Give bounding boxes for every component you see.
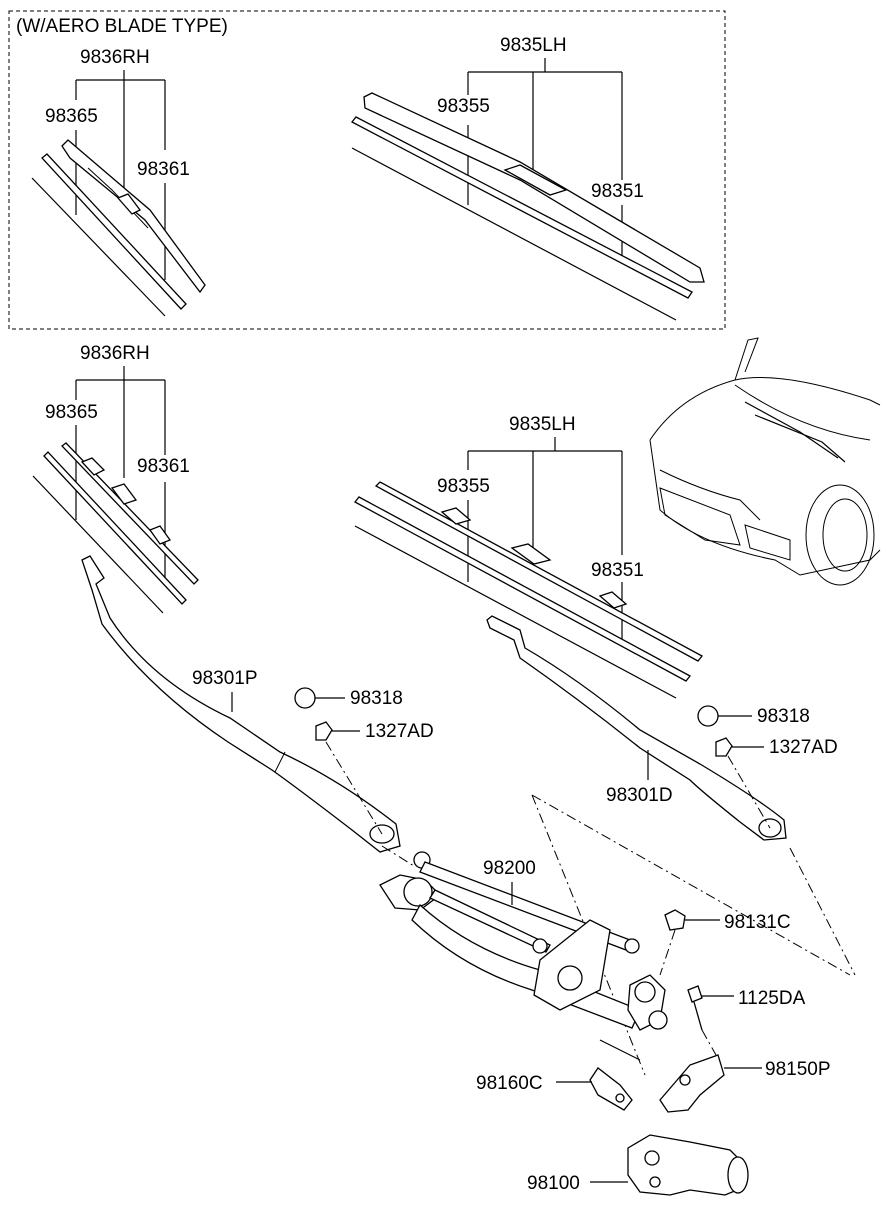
aero-lh-part-b-label: 98351: [591, 181, 644, 202]
rh-cap: [294, 687, 316, 709]
std-rh-assembly-label: 9836RH: [80, 343, 150, 364]
std-rh-refill: [43, 451, 187, 605]
aero-lh-adapter: [503, 164, 568, 196]
link-bracket: [659, 1054, 725, 1113]
std-lh-part-a-label: 98355: [437, 476, 490, 497]
rh-cap-label: 98318: [350, 688, 403, 709]
lh-nut-label: 1327AD: [769, 737, 838, 758]
aero-section-title: (W/AERO BLADE TYPE): [16, 16, 228, 37]
aero-rh-blade-group: 9836RH 98365 98361: [31, 47, 206, 317]
std-lh-blade-frame: [374, 481, 703, 662]
std-rh-blade-frame: [61, 442, 199, 585]
rh-arm-group: 98301P 98318 1327AD: [81, 555, 434, 853]
rh-arm-label: 98301P: [192, 668, 258, 689]
std-lh-blade-group: 9835LH 98355 98351: [354, 414, 703, 699]
lh-nut: [715, 737, 733, 757]
aero-rh-assembly-label: 9836RH: [80, 47, 150, 68]
aero-lh-blade-group: 9835LH 98355 98351: [350, 35, 705, 321]
lh-cap: [697, 705, 719, 727]
motor-label: 98100: [527, 1173, 580, 1194]
rh-wiper-arm: [81, 555, 401, 853]
std-lh-part-b-label: 98351: [591, 560, 644, 581]
aero-rh-part-b-label: 98361: [137, 159, 190, 180]
aero-rh-adapter: [116, 193, 141, 215]
link-bracket-label: 98150P: [765, 1059, 831, 1080]
link-assembly-label: 98200: [483, 858, 536, 879]
link-cap-label: 98131C: [724, 912, 791, 933]
rh-nut-label: 1327AD: [365, 721, 434, 742]
link-bolt: [687, 985, 703, 1031]
aero-lh-blade: [363, 92, 705, 283]
lh-cap-label: 98318: [757, 706, 810, 727]
link-bracket-small: [589, 1067, 633, 1111]
car-illustration: [649, 337, 881, 586]
std-rh-part-a-label: 98365: [45, 402, 98, 423]
std-lh-refill: [354, 496, 691, 682]
link-bracket-small-label: 98160C: [476, 1073, 543, 1094]
aero-rh-part-a-label: 98365: [45, 106, 98, 127]
linkage-center-bracket: [533, 919, 611, 1011]
wiper-motor: [627, 1134, 746, 1196]
link-cap: [664, 909, 686, 931]
linkage-tube: [411, 903, 641, 1029]
lh-arm-label: 98301D: [606, 785, 673, 806]
std-rh-blade-group: 9836RH 98365 98361: [32, 343, 199, 614]
aero-lh-refill: [350, 116, 693, 299]
rh-nut: [315, 721, 333, 741]
aero-section-frame: [8, 10, 726, 330]
link-bolt-label: 1125DA: [738, 988, 806, 1009]
lh-wiper-arm: [486, 615, 787, 841]
linkage-group: 98200 98131C 1125DA 98150P 98160C 98100: [379, 794, 856, 1196]
lh-arm-group: 98301D 98318 1327AD: [486, 615, 838, 841]
std-lh-assembly-label: 9835LH: [509, 414, 576, 435]
std-rh-part-b-label: 98361: [137, 456, 190, 477]
aero-lh-assembly-label: 9835LH: [500, 35, 567, 56]
aero-rh-refill: [41, 153, 187, 310]
aero-lh-part-a-label: 98355: [437, 96, 490, 117]
aero-rh-blade: [61, 139, 206, 294]
